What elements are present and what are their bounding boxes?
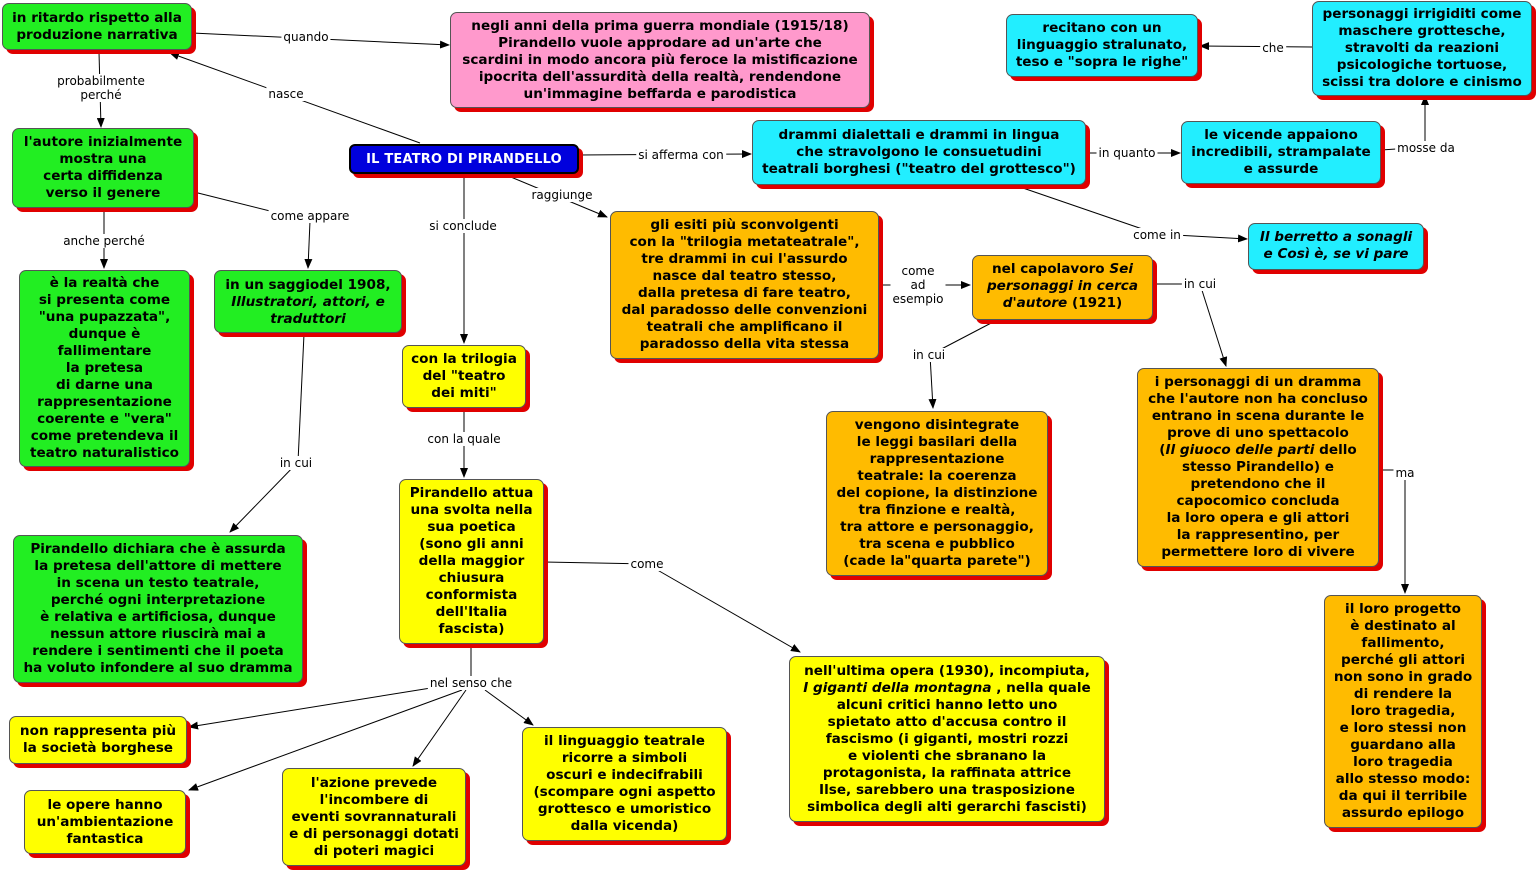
berretto-title: Il berretto a sonagli e <box>1259 229 1413 262</box>
node-prima-guerra-mondiale[interactable]: negli anni della prima guerra mondiale (… <box>450 12 870 108</box>
edge-label-probabilmente-perche: probabilmente perché <box>55 74 147 102</box>
edge-label-nel-senso-che: nel senso che <box>427 676 515 690</box>
edge-label-con-la-quale: con la quale <box>425 432 503 446</box>
node-trilogia-metateatrale[interactable]: gli esiti più sconvolgenti con la "trilo… <box>610 211 879 359</box>
node-saggio-1908[interactable]: in un saggiodel 1908, Illustratori, atto… <box>214 270 402 333</box>
node-societa-borghese[interactable]: non rappresenta più la società borghese <box>9 716 187 764</box>
node-azione-sovrannaturale[interactable]: l'azione prevede l'incombere di eventi s… <box>282 768 466 866</box>
node-ritardo[interactable]: in ritardo rispetto alla produzione narr… <box>2 3 192 50</box>
node-progetto-fallimento[interactable]: il loro progetto è destinato al fallimen… <box>1324 595 1482 828</box>
edge-label-nasce: nasce <box>266 87 306 101</box>
node-diffidenza[interactable]: l'autore inizialmente mostra una certa d… <box>12 128 194 208</box>
node-linguaggio-teatrale[interactable]: il linguaggio teatrale ricorre a simboli… <box>522 727 727 841</box>
edge-label-quando: quando <box>281 30 331 44</box>
edge-label-in-cui: in cui <box>277 456 315 470</box>
edge-label-in-quanto: in quanto <box>1096 146 1158 160</box>
pers-text: i personaggi di un dramma che l'autore n… <box>1148 374 1368 458</box>
pers-text-2: dello stesso Pirandello) e pretendono ch… <box>1161 442 1357 560</box>
edge-label-in-cui: in cui <box>1181 277 1219 291</box>
node-teatro-dei-miti[interactable]: con la trilogia del "teatro dei miti" <box>402 345 526 408</box>
node-pupazzata[interactable]: è la realtà che si presenta come "una pu… <box>19 270 190 467</box>
edge-label-che: che <box>1260 41 1286 55</box>
node-linguaggio-stralunato[interactable]: recitano con un linguaggio stralunato, t… <box>1006 14 1198 77</box>
sei-title: Sei personaggi in cerca d'autore <box>986 261 1139 311</box>
sei-year: (1921) <box>1067 295 1123 311</box>
edge-label-ma: ma <box>1393 466 1417 480</box>
edge-label-si-conclude: si conclude <box>427 219 499 233</box>
node-dichiara[interactable]: Pirandello dichiara che è assurda la pre… <box>13 535 303 683</box>
sei-intro: nel capolavoro <box>991 261 1110 277</box>
node-ambientazione-fantastica[interactable]: le opere hanno un'ambientazione fantasti… <box>24 790 186 854</box>
giganti-text: , nella quale alcuni critici hanno letto… <box>807 680 1091 815</box>
edge-label-si-afferma-con: si afferma con <box>636 148 726 162</box>
node-personaggi-dramma[interactable]: i personaggi di un dramma che l'autore n… <box>1137 368 1379 567</box>
node-leggi-disintegrate[interactable]: vengono disintegrate le leggi basilari d… <box>826 411 1048 576</box>
node-giganti-della-montagna[interactable]: nell'ultima opera (1930), incompiuta, I … <box>789 656 1105 822</box>
cosi-title: Così è, se vi pare <box>1277 246 1409 262</box>
node-berretto-sonagli[interactable]: Il berretto a sonagli e Così è, se vi pa… <box>1248 223 1424 270</box>
edge-label-in-cui: in cui <box>910 348 948 362</box>
edge-label-raggiunge: raggiunge <box>529 188 595 202</box>
saggio-title: Illustratori, attori, e traduttori <box>231 294 385 327</box>
edge-label-anche-perche: anche perché <box>61 234 147 248</box>
saggio-text: in un saggiodel 1908, <box>225 277 391 293</box>
giganti-intro: nell'ultima opera (1930), incompiuta, <box>804 663 1090 679</box>
edge-label-come: come <box>628 557 666 571</box>
node-drammi-dialettali[interactable]: drammi dialettali e drammi in lingua che… <box>752 120 1086 185</box>
edge-label-come-appare: come appare <box>268 209 352 223</box>
giganti-title: I giganti della montagna <box>803 680 992 696</box>
edge-label-come-ad-esempio: come ad esempio <box>890 264 946 306</box>
edge-label-mosse-da: mosse da <box>1395 141 1457 155</box>
node-vicende-assurde[interactable]: le vicende appaiono incredibili, strampa… <box>1181 121 1381 184</box>
node-sei-personaggi[interactable]: nel capolavoro Sei personaggi in cerca d… <box>972 255 1153 320</box>
edge-label-come-in: come in <box>1131 228 1183 242</box>
central-topic-node[interactable]: IL TEATRO DI PIRANDELLO <box>349 144 579 174</box>
node-svolta[interactable]: Pirandello attua una svolta nella sua po… <box>399 479 544 644</box>
pers-title: Il giuoco delle parti <box>1165 442 1315 458</box>
node-personaggi-maschere[interactable]: personaggi irrigiditi come maschere grot… <box>1312 1 1532 96</box>
